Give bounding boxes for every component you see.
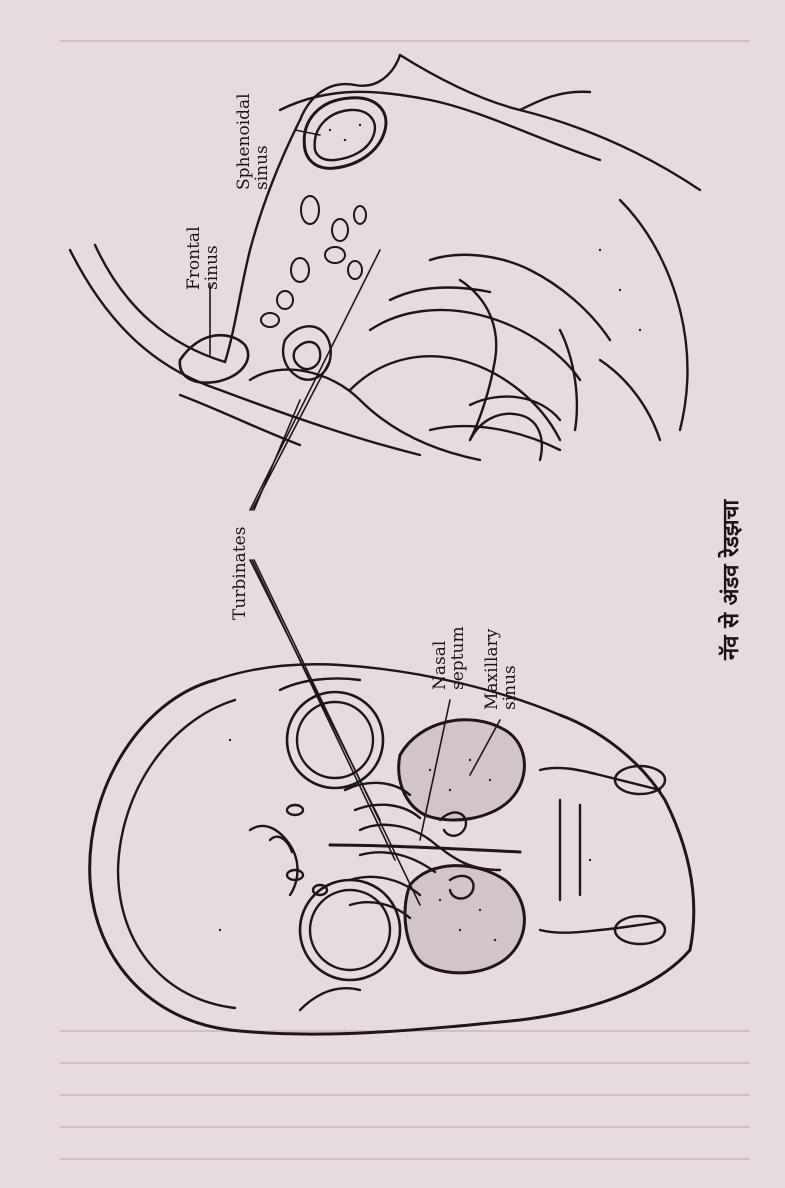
sagittal-section: [70, 55, 700, 460]
nasal-septum-line: [330, 845, 520, 852]
skull-outline: [90, 680, 694, 1034]
label-frontal-sinus: Frontal sinus: [186, 226, 222, 290]
maxillary-sinus-upper: [399, 720, 525, 820]
right-orbit: [300, 880, 400, 980]
label-maxillary-sinus: Maxillary sinus: [484, 629, 520, 710]
figure-caption: नॅव से अंडव रेडझचा: [720, 500, 743, 660]
label-sphenoidal-sinus: Sphenoidal sinus: [236, 93, 272, 190]
label-turbinates: Turbinates: [232, 527, 250, 620]
label-nasal-septum: Nasal septum: [432, 626, 468, 690]
maxillary-sinus-lower: [405, 866, 524, 973]
left-orbit: [287, 692, 383, 788]
stippling: [219, 124, 641, 941]
coronal-section: [90, 664, 694, 1034]
